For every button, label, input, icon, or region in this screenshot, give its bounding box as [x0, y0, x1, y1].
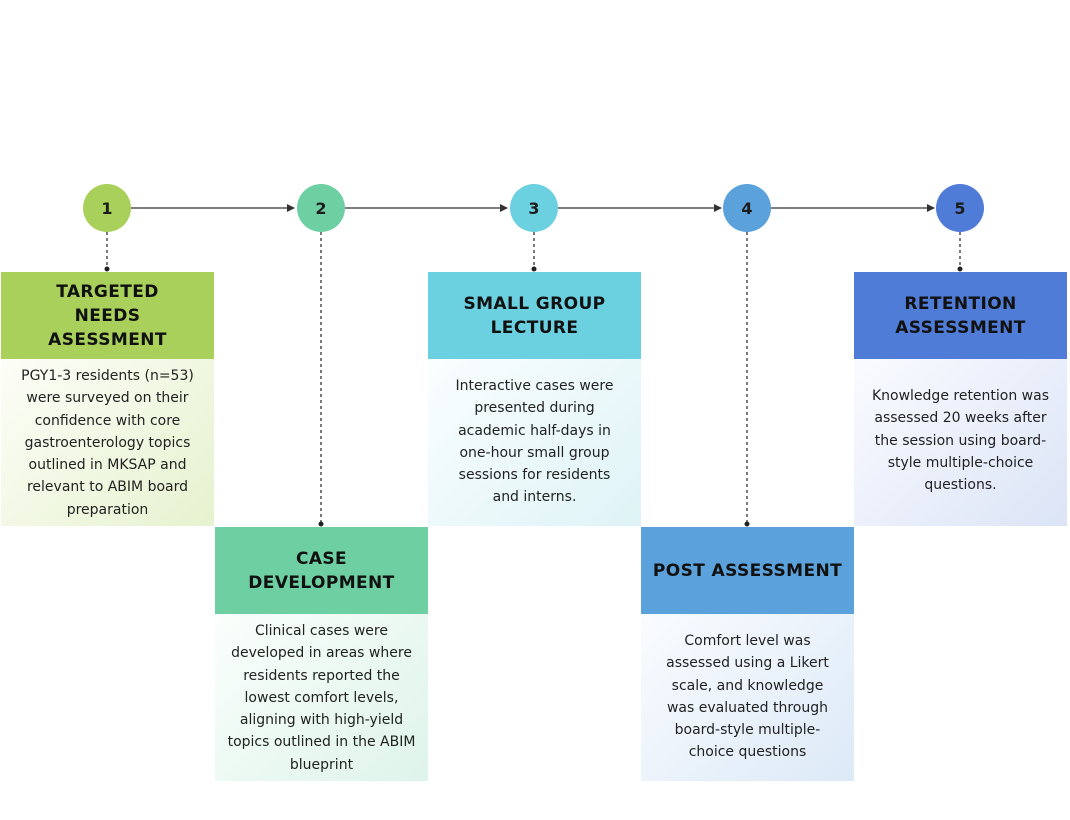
step-2-node: 2: [297, 184, 345, 232]
step-2-card: CASE DEVELOPMENT Clinical cases were dev…: [215, 527, 428, 781]
step-1-card: TARGETED NEEDS ASESSMENT PGY1-3 resident…: [1, 272, 214, 526]
step-1-description: PGY1-3 residents (n=53) were surveyed on…: [1, 359, 214, 526]
step-2-description: Clinical cases were developed in areas w…: [215, 614, 428, 781]
step-1-title: TARGETED NEEDS ASESSMENT: [1, 272, 214, 359]
step-5-node: 5: [936, 184, 984, 232]
connector-dot-4: [744, 521, 750, 527]
step-5-card: RETENTION ASSESSMENT Knowledge retention…: [854, 272, 1067, 526]
step-5-title: RETENTION ASSESSMENT: [854, 272, 1067, 359]
step-4-description: Comfort level was assessed using a Liker…: [641, 614, 854, 781]
connector-dot-1: [104, 266, 110, 272]
step-4-card: POST ASSESSMENT Comfort level was assess…: [641, 527, 854, 781]
step-2-title: CASE DEVELOPMENT: [215, 527, 428, 614]
connector-dot-5: [957, 266, 963, 272]
step-4-node: 4: [723, 184, 771, 232]
step-5-description: Knowledge retention was assessed 20 week…: [854, 359, 1067, 526]
step-3-node: 3: [510, 184, 558, 232]
step-4-title: POST ASSESSMENT: [641, 527, 854, 614]
step-3-title: SMALL GROUP LECTURE: [428, 272, 641, 359]
connector-dot-2: [318, 521, 324, 527]
step-3-card: SMALL GROUP LECTURE Interactive cases we…: [428, 272, 641, 526]
step-1-node: 1: [83, 184, 131, 232]
connector-dot-3: [531, 266, 537, 272]
step-3-description: Interactive cases were presented during …: [428, 359, 641, 526]
